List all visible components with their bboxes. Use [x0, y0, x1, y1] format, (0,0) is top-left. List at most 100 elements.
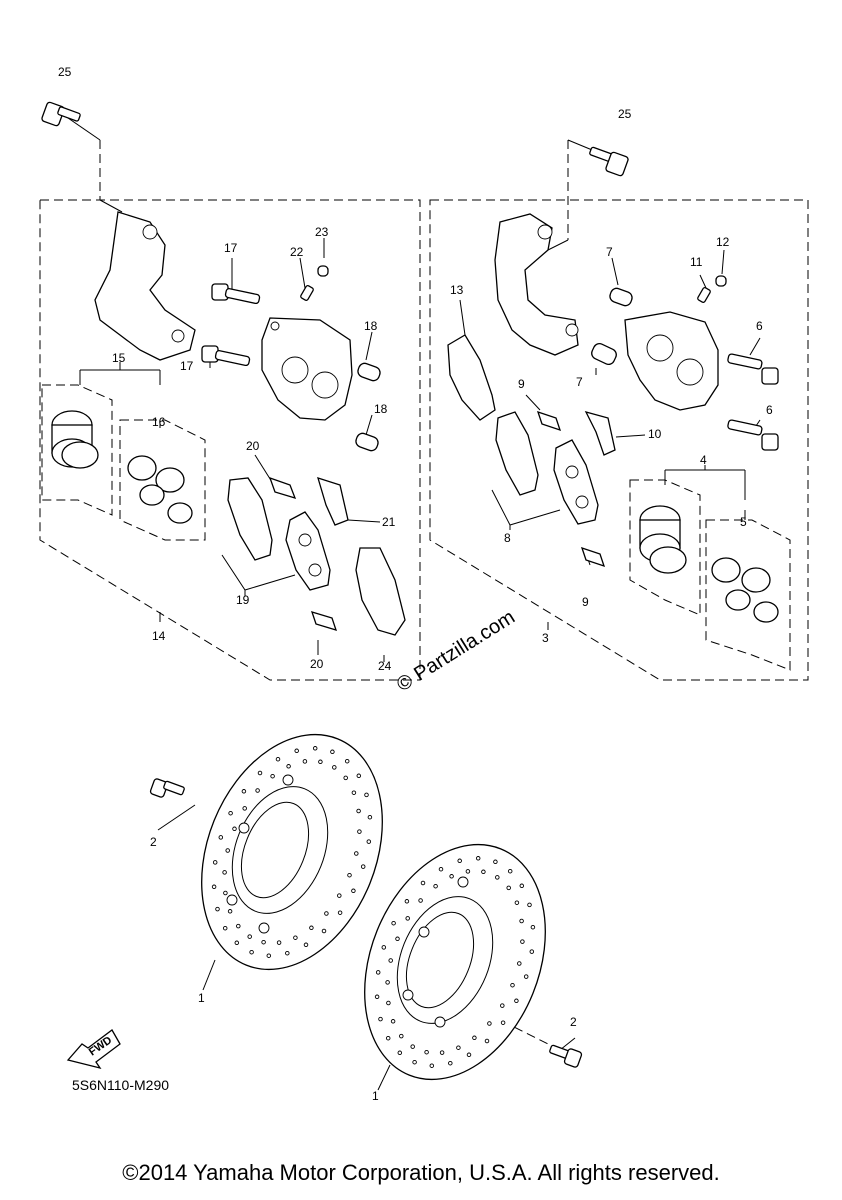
disc-drill-hole — [449, 874, 454, 879]
disc-drill-hole — [344, 758, 350, 764]
callout-20-lower: 20 — [310, 657, 324, 671]
bleed-screw-11 — [697, 287, 711, 303]
disc-drill-hole — [285, 950, 290, 956]
disc-drill-hole — [286, 764, 291, 769]
disc-drill-hole — [227, 909, 233, 914]
brake-pad-kit-8-pad-a — [495, 411, 539, 496]
brake-pad-24 — [355, 547, 406, 636]
disc-drill-hole — [242, 806, 247, 811]
pin-boot-7-upper — [609, 287, 633, 307]
disc-drill-hole — [228, 810, 233, 816]
disc-drill-hole — [218, 835, 224, 840]
pad-retainer-13 — [447, 334, 496, 421]
disc-drill-hole — [466, 1052, 472, 1058]
disc-drill-hole — [222, 870, 227, 875]
seal-box-5 — [705, 519, 791, 671]
disc-drill-hole — [405, 916, 410, 921]
brake-pad-kit-8-pad-b — [553, 439, 599, 525]
disc-drill-hole — [374, 994, 380, 1000]
disc-drill-hole — [366, 839, 372, 844]
disc-drill-hole — [514, 998, 519, 1004]
disc-drill-hole — [523, 974, 529, 979]
callout-14: 14 — [152, 629, 166, 643]
callout-15: 15 — [112, 351, 126, 365]
disc-drill-hole — [337, 893, 342, 898]
disc-drill-hole — [347, 872, 352, 878]
callout-6-upper: 6 — [756, 319, 763, 333]
disc-drill-hole — [418, 898, 423, 903]
disc-drill-hole — [395, 936, 400, 942]
disc-drill-hole — [351, 888, 356, 894]
caliper-body-left — [261, 317, 353, 421]
piston-box-15 — [41, 384, 113, 516]
slide-pin-6-upper — [727, 353, 779, 385]
diagram-part-code: 5S6N110-M290 — [72, 1077, 169, 1093]
disc-drill-hole — [529, 949, 535, 954]
disc-drill-hole — [388, 958, 393, 963]
callout-19: 19 — [236, 593, 250, 607]
disc-drill-hole — [500, 1003, 505, 1008]
disc-drill-hole — [448, 1060, 453, 1066]
pin-boot-7-lower — [591, 343, 617, 365]
disc-drill-hole — [225, 848, 230, 853]
disc-drill-hole — [354, 851, 359, 856]
disc-drill-hole — [302, 759, 308, 764]
disc-drill-hole — [330, 749, 335, 755]
callout-21: 21 — [382, 515, 396, 529]
watermark-text: © Partzilla.com — [393, 606, 519, 696]
disc-drill-hole — [367, 814, 373, 820]
pin-boot-18-upper — [357, 362, 381, 382]
callout-4: 4 — [700, 453, 707, 467]
disc-drill-hole — [211, 884, 217, 890]
slide-pin-17-lower — [201, 345, 251, 367]
callout-labels: 25 25 17 17 22 23 18 18 15 16 20 21 19 1… — [58, 65, 773, 1103]
disc-drill-hole — [424, 1049, 429, 1055]
bleed-cap-12 — [715, 275, 727, 287]
disc-drill-hole — [481, 869, 486, 875]
callout-20-upper: 20 — [246, 439, 260, 453]
callout-18-upper: 18 — [364, 319, 378, 333]
pad-support-10 — [584, 410, 616, 456]
disc-drill-hole — [215, 906, 220, 912]
callout-10: 10 — [648, 427, 662, 441]
disc-drill-hole — [385, 1035, 391, 1041]
disc-drill-hole — [324, 911, 329, 916]
pad-spring-9-lower — [580, 546, 606, 568]
disc-drill-hole — [222, 925, 228, 931]
caliper-bracket-left — [94, 211, 196, 361]
disc-drill-hole — [510, 982, 515, 988]
callout-7-lower: 7 — [576, 375, 583, 389]
callout-22: 22 — [290, 245, 304, 259]
disc-drill-hole — [385, 980, 390, 985]
disc-drill-hole — [375, 970, 381, 975]
slide-pin-6-lower — [727, 419, 779, 451]
left-kit-box — [39, 199, 421, 681]
disc-drill-hole — [410, 1044, 415, 1049]
callout-1-lower: 1 — [372, 1089, 379, 1103]
piston-15 — [51, 410, 99, 469]
callout-17-upper: 17 — [224, 241, 238, 255]
right-kit-box — [429, 199, 809, 681]
disc-drill-hole — [343, 775, 348, 781]
callout-17-lower: 17 — [180, 359, 194, 373]
leader-lines — [67, 117, 761, 1091]
disc-drill-hole — [456, 1045, 461, 1050]
seal-kit-16 — [127, 455, 193, 524]
disc-drill-hole — [507, 868, 513, 874]
disc-drill-hole — [475, 856, 481, 861]
disc-drill-hole — [351, 790, 357, 795]
disc-drill-hole — [261, 939, 266, 945]
disc-drill-hole — [337, 910, 343, 915]
disc-drill-hole — [293, 935, 298, 940]
disc-drill-hole — [321, 928, 327, 934]
disc-drill-hole — [332, 765, 337, 770]
callout-5: 5 — [740, 515, 747, 529]
brake-pad-kit-19-pad-b — [285, 511, 331, 591]
disc-drill-hole — [266, 953, 272, 958]
disc-drill-hole — [493, 859, 498, 865]
disc-drill-hole — [391, 920, 396, 926]
callout-9-lower: 9 — [582, 595, 589, 609]
callout-3: 3 — [542, 631, 549, 645]
disc-drill-hole — [487, 1021, 492, 1026]
